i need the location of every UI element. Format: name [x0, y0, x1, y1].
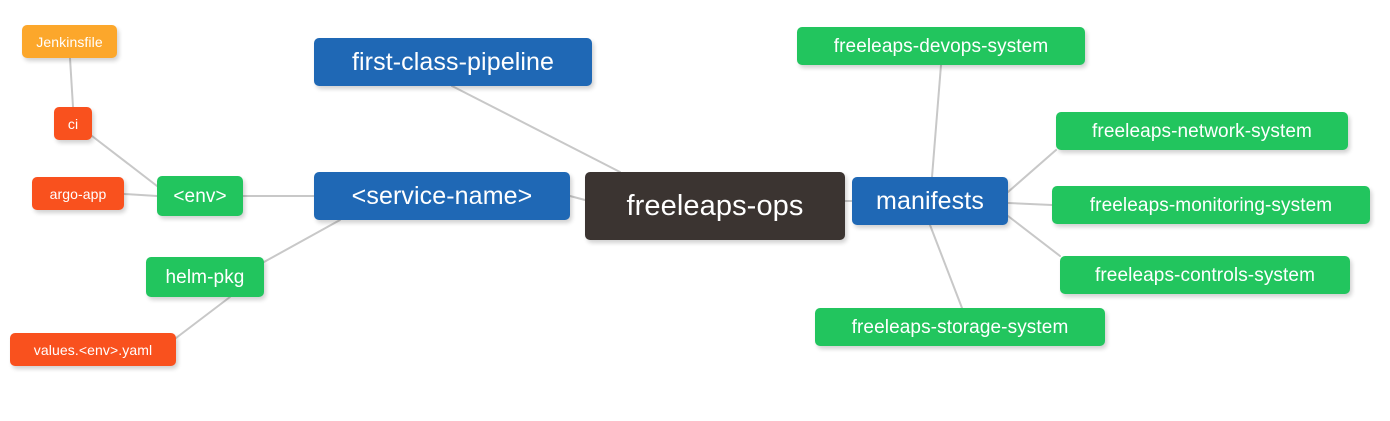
edge-manifests-to-monitoring-system	[1007, 202, 1053, 206]
edge-manifests-to-storage-system	[929, 224, 963, 309]
edge-argo-app-to-env	[123, 193, 158, 197]
node-values-yaml[interactable]: values.<env>.yaml	[10, 333, 176, 366]
node-ci[interactable]: ci	[54, 107, 92, 140]
edge-values-yaml-to-helm-pkg	[175, 296, 231, 339]
node-controls-system[interactable]: freeleaps-controls-system	[1060, 256, 1350, 294]
node-env[interactable]: <env>	[157, 176, 243, 216]
node-service-name[interactable]: <service-name>	[314, 172, 570, 220]
node-argo-app[interactable]: argo-app	[32, 177, 124, 210]
edge-manifests-to-devops-system	[931, 64, 942, 178]
edge-service-name-to-freeleaps-ops	[569, 195, 586, 201]
node-devops-system[interactable]: freeleaps-devops-system	[797, 27, 1085, 65]
node-jenkinsfile[interactable]: Jenkinsfile	[22, 25, 117, 58]
node-manifests[interactable]: manifests	[852, 177, 1008, 225]
node-storage-system[interactable]: freeleaps-storage-system	[815, 308, 1105, 346]
node-monitoring-system[interactable]: freeleaps-monitoring-system	[1052, 186, 1370, 224]
edge-first-class-pipeline-to-freeleaps-ops	[451, 85, 621, 173]
node-first-class-pipeline[interactable]: first-class-pipeline	[314, 38, 592, 86]
edge-manifests-to-network-system	[1007, 149, 1057, 193]
node-freeleaps-ops[interactable]: freeleaps-ops	[585, 172, 845, 240]
edge-jenkinsfile-to-ci	[69, 57, 74, 108]
edge-helm-pkg-to-service-name	[263, 219, 341, 263]
node-network-system[interactable]: freeleaps-network-system	[1056, 112, 1348, 150]
node-helm-pkg[interactable]: helm-pkg	[146, 257, 264, 297]
